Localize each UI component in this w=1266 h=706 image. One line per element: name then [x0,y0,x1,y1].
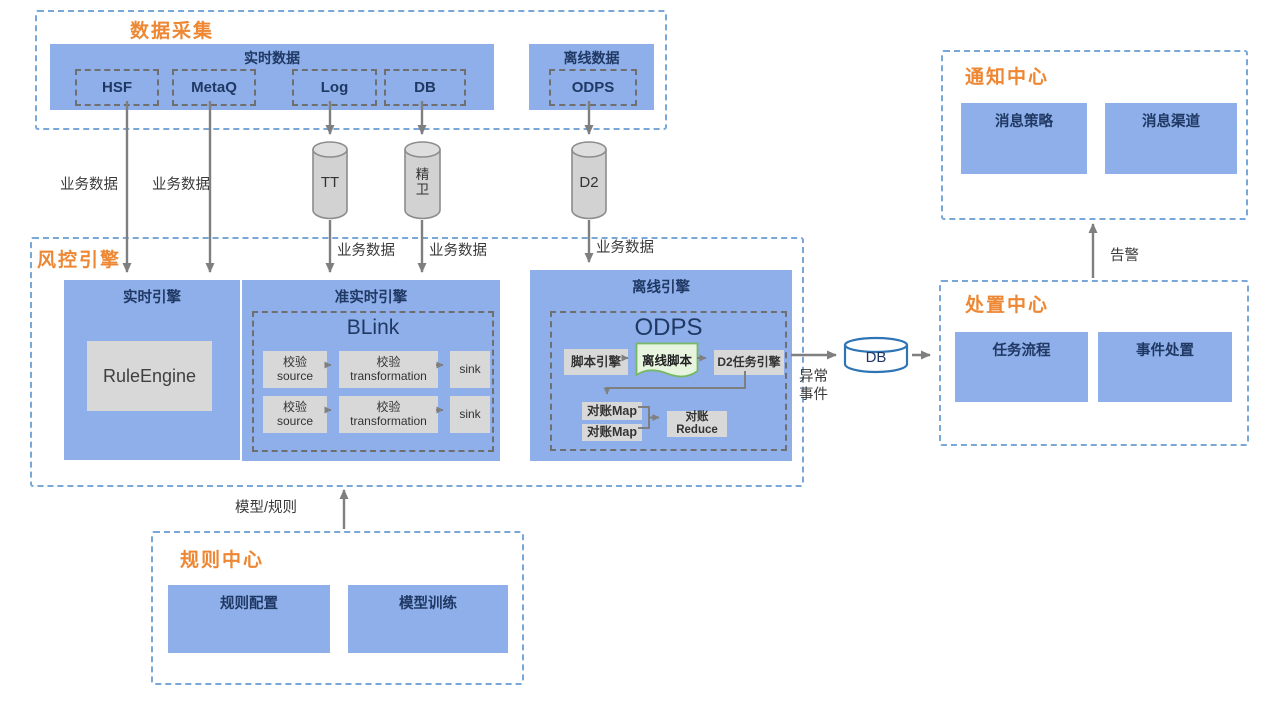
model-rule-label: 模型/规则 [235,500,298,516]
task-flow-label: 任务流程 [992,343,1051,359]
recon-reduce-node: 对账 Reduce [667,411,727,437]
realtime-data-group: 实时数据 HSF MetaQ Log DB [50,44,494,110]
node-hsf: HSF [75,69,159,106]
d2-task-engine-node: D2任务引擎 [714,350,784,375]
recon-map-node-2: 对账Map [582,424,642,441]
realtime-engine: 实时引擎 RuleEngine [64,280,240,460]
offline-data-group: 离线数据 ODPS [529,44,654,110]
model-training-label: 模型训练 [399,596,457,612]
db-cylinder: DB [843,336,909,374]
blink-source-1: 校验 source [263,351,327,388]
data-collection-container: 数据采集 实时数据 HSF MetaQ Log DB 离线数据 ODPS [35,10,667,130]
node-metaq: MetaQ [172,69,256,106]
node-db-source: DB [384,69,466,106]
notify-center-title: 通知中心 [965,67,1050,88]
tt-cylinder-label: TT [320,173,340,191]
dispose-center-container: 处置中心 任务流程 事件处置 [939,280,1249,446]
business-data-label-2: 业务数据 [152,177,210,193]
node-odps-source: ODPS [549,69,637,106]
jingwei-cylinder-label: 精 卫 [415,167,430,197]
notify-center-container: 通知中心 消息策略 消息渠道 [941,50,1248,220]
abnormal-event-label: 异常 事件 [799,369,828,404]
rule-config-label: 规则配置 [220,596,278,612]
blink-container: BLink 校验 source 校验 transformation sink 校… [252,311,494,452]
realtime-data-title: 实时数据 [244,50,300,66]
blink-source-2: 校验 source [263,396,327,433]
db-cylinder-label: DB [865,349,887,367]
dispose-center-title: 处置中心 [965,295,1050,316]
risk-engine-title: 风控引擎 [37,250,122,271]
near-realtime-engine: 准实时引擎 BLink 校验 source 校验 transformation … [242,280,500,461]
jingwei-cylinder: 精 卫 [404,141,441,220]
d2-cylinder-label: D2 [579,173,599,191]
business-data-label-3: 业务数据 [337,243,395,259]
blink-transformation-2: 校验 transformation [339,396,438,433]
message-strategy-label: 消息策略 [995,114,1053,130]
offline-data-title: 离线数据 [563,50,620,66]
blink-transformation-1: 校验 transformation [339,351,438,388]
offline-engine-title: 离线引擎 [632,280,690,296]
recon-map-node-1: 对账Map [582,402,642,420]
task-flow-node: 任务流程 [955,332,1088,402]
message-channel-node: 消息渠道 [1105,103,1237,174]
business-data-label-1: 业务数据 [60,177,118,193]
blink-sink-2: sink [450,396,490,433]
tt-cylinder: TT [312,141,348,220]
odps-title: ODPS [634,314,703,341]
node-log: Log [292,69,377,106]
near-realtime-engine-title: 准实时引擎 [334,290,408,306]
blink-sink-1: sink [450,351,490,388]
event-dispose-node: 事件处置 [1098,332,1232,402]
event-dispose-label: 事件处置 [1136,343,1194,359]
blink-title: BLink [346,316,400,339]
message-channel-label: 消息渠道 [1142,114,1200,130]
model-training-node: 模型训练 [348,585,508,653]
offline-script-label: 离线脚本 [641,353,692,368]
odps-container: ODPS 脚本引擎 离线脚本 D2任务引擎 对账Map 对账Map 对账 Red… [550,311,787,451]
business-data-label-5: 业务数据 [596,240,654,256]
offline-script-node: 离线脚本 [635,342,699,382]
business-data-label-4: 业务数据 [429,243,487,259]
rule-center-title: 规则中心 [180,550,265,571]
data-collection-title: 数据采集 [130,21,215,42]
message-strategy-node: 消息策略 [961,103,1087,174]
rule-engine-node: RuleEngine [87,341,212,411]
script-engine-node: 脚本引擎 [564,349,628,375]
alert-label: 告警 [1110,248,1139,264]
realtime-engine-title: 实时引擎 [123,290,181,306]
rule-config-node: 规则配置 [168,585,330,653]
offline-engine: 离线引擎 ODPS 脚本引擎 离线脚本 D2任务引擎 对账Map 对账Map 对… [530,270,792,461]
d2-cylinder: D2 [571,141,607,220]
rule-center-container: 规则中心 规则配置 模型训练 [151,531,524,685]
risk-engine-container: 风控引擎 实时引擎 RuleEngine 准实时引擎 BLink 校验 sour… [30,237,804,487]
